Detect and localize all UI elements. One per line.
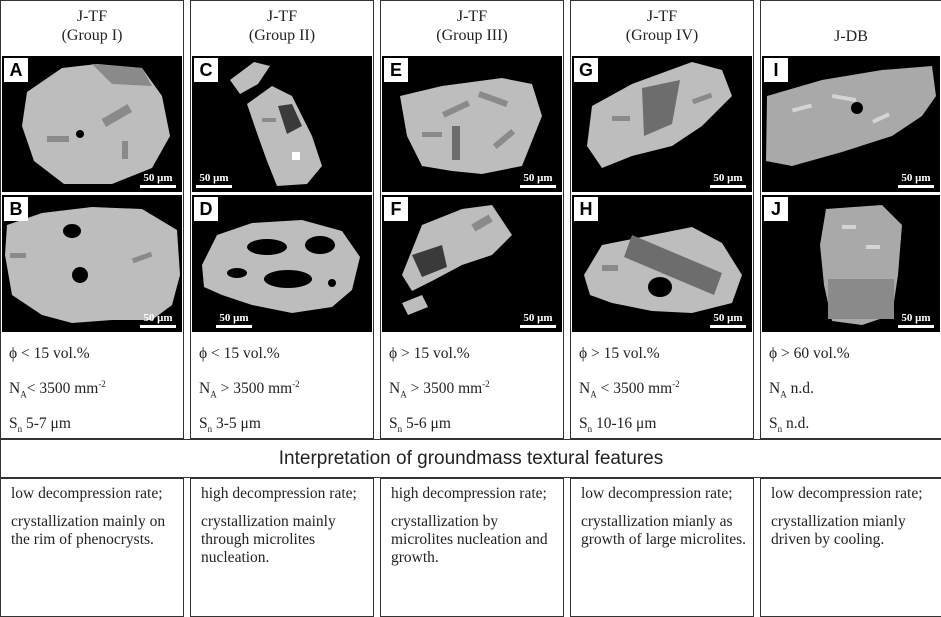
- scale-bar: 50 μm: [216, 312, 252, 328]
- number-density: NA n.d.: [769, 380, 814, 400]
- scale-bar: 50 μm: [520, 312, 556, 328]
- column-group-2: J-TF (Group II) C 50 μm D 50 μm ϕ < 15 v…: [190, 0, 374, 439]
- bse-image-top: G 50 μm: [572, 56, 752, 192]
- scale-bar: 50 μm: [196, 172, 232, 188]
- column-group-1: J-TF (Group I) A 50 μm B 50 μm ϕ < 15 vo…: [0, 0, 184, 439]
- interp-rate: high decompression rate;: [201, 485, 357, 502]
- panel-letter: I: [764, 58, 788, 82]
- interp-box-1: low decompression rate; crystallization m…: [0, 478, 184, 617]
- interp-crystallization: crystallization by microlites nucleation…: [391, 513, 548, 566]
- header-sample: J-TF: [456, 8, 488, 25]
- scale-label: 50 μm: [523, 312, 553, 324]
- panel-letter: E: [384, 58, 408, 82]
- microlite-size: Sn 10-16 μm: [579, 415, 657, 435]
- parameters: ϕ > 15 vol.% NA < 3500 mm-2 Sn 10-16 μm: [579, 339, 680, 444]
- scale-bar: 50 μm: [140, 312, 176, 328]
- interp-rate: low decompression rate;: [581, 485, 733, 502]
- column-header: J-DB: [761, 7, 941, 46]
- scale-label: 50 μm: [901, 172, 931, 184]
- header-group: (Group IV): [625, 27, 699, 44]
- parameters: ϕ < 15 vol.% NA< 3500 mm-2 Sn 5-7 μm: [9, 339, 106, 444]
- crystallinity: ϕ < 15 vol.%: [9, 345, 90, 362]
- interp-crystallization: crystallization mianly as growth of larg…: [581, 513, 747, 548]
- header-sample: J-TF: [76, 8, 108, 25]
- column-group-3: J-TF (Group III) E 50 μm F 50 μm ϕ > 15 …: [380, 0, 564, 439]
- panel-letter: B: [4, 197, 28, 221]
- scale-label: 50 μm: [713, 312, 743, 324]
- scale-bar: 50 μm: [710, 172, 746, 188]
- interp-box-2: high decompression rate; crystallization …: [190, 478, 374, 617]
- header-group: (Group II): [248, 27, 316, 44]
- interp-rate: high decompression rate;: [391, 485, 547, 502]
- column-header: J-TF (Group III): [381, 7, 563, 45]
- number-density: NA > 3500 mm-2: [389, 379, 490, 400]
- microlite-size: Sn 5-6 μm: [389, 415, 451, 435]
- column-header: J-TF (Group IV): [571, 7, 753, 45]
- bse-image-bottom: J 50 μm: [762, 195, 940, 332]
- bse-image-bottom: B 50 μm: [2, 195, 182, 332]
- bse-image-top: E 50 μm: [382, 56, 562, 192]
- bse-image-bottom: F 50 μm: [382, 195, 562, 332]
- column-header: J-TF (Group II): [191, 7, 373, 45]
- interp-crystallization: crystallization mainly through microlite…: [201, 513, 336, 566]
- scale-bar: 50 μm: [140, 172, 176, 188]
- interp-rate: low decompression rate;: [11, 485, 163, 502]
- panel-letter: F: [384, 197, 408, 221]
- column-header: J-TF (Group I): [1, 7, 183, 45]
- scale-label: 50 μm: [199, 172, 229, 184]
- interpretation-banner: Interpretation of groundmass textural fe…: [0, 439, 941, 478]
- panel-letter: C: [194, 58, 218, 82]
- panel-letter: A: [4, 58, 28, 82]
- parameters: ϕ < 15 vol.% NA > 3500 mm-2 Sn 3-5 μm: [199, 339, 300, 444]
- bse-image-bottom: H 50 μm: [572, 195, 752, 332]
- microlite-size: Sn 3-5 μm: [199, 415, 261, 435]
- bse-image-top: A 50 μm: [2, 56, 182, 192]
- crystallinity: ϕ < 15 vol.%: [199, 345, 280, 362]
- panel-letter: G: [574, 58, 598, 82]
- scale-bar: 50 μm: [520, 172, 556, 188]
- scale-label: 50 μm: [523, 172, 553, 184]
- bse-image-bottom: D 50 μm: [192, 195, 372, 332]
- header-sample: J-TF: [266, 8, 298, 25]
- interp-box-3: high decompression rate; crystallization …: [380, 478, 564, 617]
- crystallinity: ϕ > 15 vol.%: [579, 345, 660, 362]
- interp-rate: low decompression rate;: [771, 485, 923, 502]
- panel-letter: J: [764, 197, 788, 221]
- header-sample: J-DB: [834, 28, 868, 45]
- bse-image-top: C 50 μm: [192, 56, 372, 192]
- scale-bar: 50 μm: [898, 312, 934, 328]
- parameters: ϕ > 15 vol.% NA > 3500 mm-2 Sn 5-6 μm: [389, 339, 490, 444]
- number-density: NA < 3500 mm-2: [579, 379, 680, 400]
- parameters: ϕ > 60 vol.% NA n.d. Sn n.d.: [769, 339, 850, 444]
- panel-letter: D: [194, 197, 218, 221]
- header-group: (Group III): [436, 27, 508, 44]
- scale-label: 50 μm: [143, 172, 173, 184]
- number-density: NA > 3500 mm-2: [199, 379, 300, 400]
- interp-box-4: low decompression rate; crystallization m…: [570, 478, 754, 617]
- crystallinity: ϕ > 60 vol.%: [769, 345, 850, 362]
- crystallinity: ϕ > 15 vol.%: [389, 345, 470, 362]
- column-jdb: J-DB I 50 μm J 50 μm ϕ > 60 vol.% NA n.d…: [760, 0, 941, 439]
- number-density: NA< 3500 mm-2: [9, 379, 106, 400]
- scale-label: 50 μm: [713, 172, 743, 184]
- column-group-4: J-TF (Group IV) G 50 μm H 50 μm ϕ > 15 v…: [570, 0, 754, 439]
- bse-image-top: I 50 μm: [762, 56, 940, 192]
- interp-crystallization: crystallization mianly driven by cooling…: [771, 513, 906, 548]
- header-group: (Group I): [61, 27, 123, 44]
- header-sample: J-TF: [646, 8, 678, 25]
- scale-bar: 50 μm: [898, 172, 934, 188]
- microlite-size: Sn n.d.: [769, 415, 810, 435]
- scale-bar: 50 μm: [710, 312, 746, 328]
- interp-crystallization: crystallization mainly on the rim of phe…: [11, 513, 166, 548]
- interp-box-5: low decompression rate; crystallization m…: [760, 478, 941, 617]
- panel-letter: H: [574, 197, 598, 221]
- microlite-size: Sn 5-7 μm: [9, 415, 71, 435]
- scale-label: 50 μm: [901, 312, 931, 324]
- scale-label: 50 μm: [143, 312, 173, 324]
- scale-label: 50 μm: [219, 312, 249, 324]
